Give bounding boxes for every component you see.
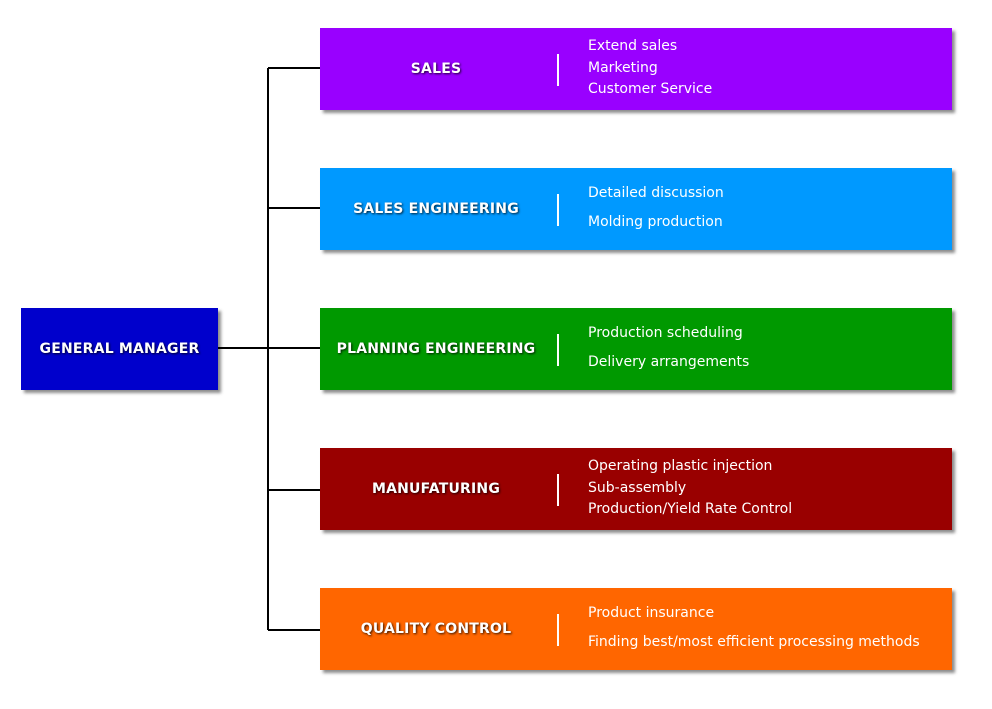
department-task: Delivery arrangements	[588, 353, 750, 370]
department-divider	[557, 474, 559, 506]
department-sales-engineering-box: SALES ENGINEERING Detailed discussion Mo…	[320, 168, 952, 250]
department-task: Operating plastic injection	[588, 458, 773, 475]
department-divider	[557, 54, 559, 86]
department-task-list: Extend sales Marketing Customer Service	[588, 34, 944, 102]
department-title: PLANNING ENGINEERING	[336, 341, 536, 357]
department-task: Detailed discussion	[588, 185, 724, 202]
general-manager-label: GENERAL MANAGER	[39, 341, 200, 357]
department-task: Finding best/most efficient processing m…	[588, 633, 920, 650]
department-divider	[557, 614, 559, 646]
department-task-list: Production scheduling Delivery arrangeme…	[588, 314, 944, 382]
department-task-list: Operating plastic injection Sub-assembly…	[588, 454, 944, 522]
department-task: Production scheduling	[588, 325, 743, 342]
department-manufaturing-box: MANUFATURING Operating plastic injection…	[320, 448, 952, 530]
department-task: Sub-assembly	[588, 479, 687, 496]
department-sales-box: SALES Extend sales Marketing Customer Se…	[320, 28, 952, 110]
department-task: Customer Service	[588, 80, 713, 97]
department-title: QUALITY CONTROL	[360, 621, 512, 637]
department-title: SALES ENGINEERING	[353, 201, 519, 217]
department-task: Marketing	[588, 59, 658, 76]
department-quality-control-box: QUALITY CONTROL Product insurance Findin…	[320, 588, 952, 670]
department-task: Molding production	[588, 213, 723, 230]
general-manager-box: GENERAL MANAGER	[21, 308, 218, 390]
department-divider	[557, 334, 559, 366]
department-task: Extend sales	[588, 38, 678, 55]
department-task-list: Product insurance Finding best/most effi…	[588, 594, 944, 662]
department-task: Product insurance	[588, 605, 715, 622]
department-title: MANUFATURING	[371, 481, 501, 497]
department-title: SALES	[410, 61, 462, 77]
department-task: Production/Yield Rate Control	[588, 500, 793, 517]
department-planning-engineering-box: PLANNING ENGINEERING Production scheduli…	[320, 308, 952, 390]
department-task-list: Detailed discussion Molding production	[588, 174, 944, 242]
department-divider	[557, 194, 559, 226]
